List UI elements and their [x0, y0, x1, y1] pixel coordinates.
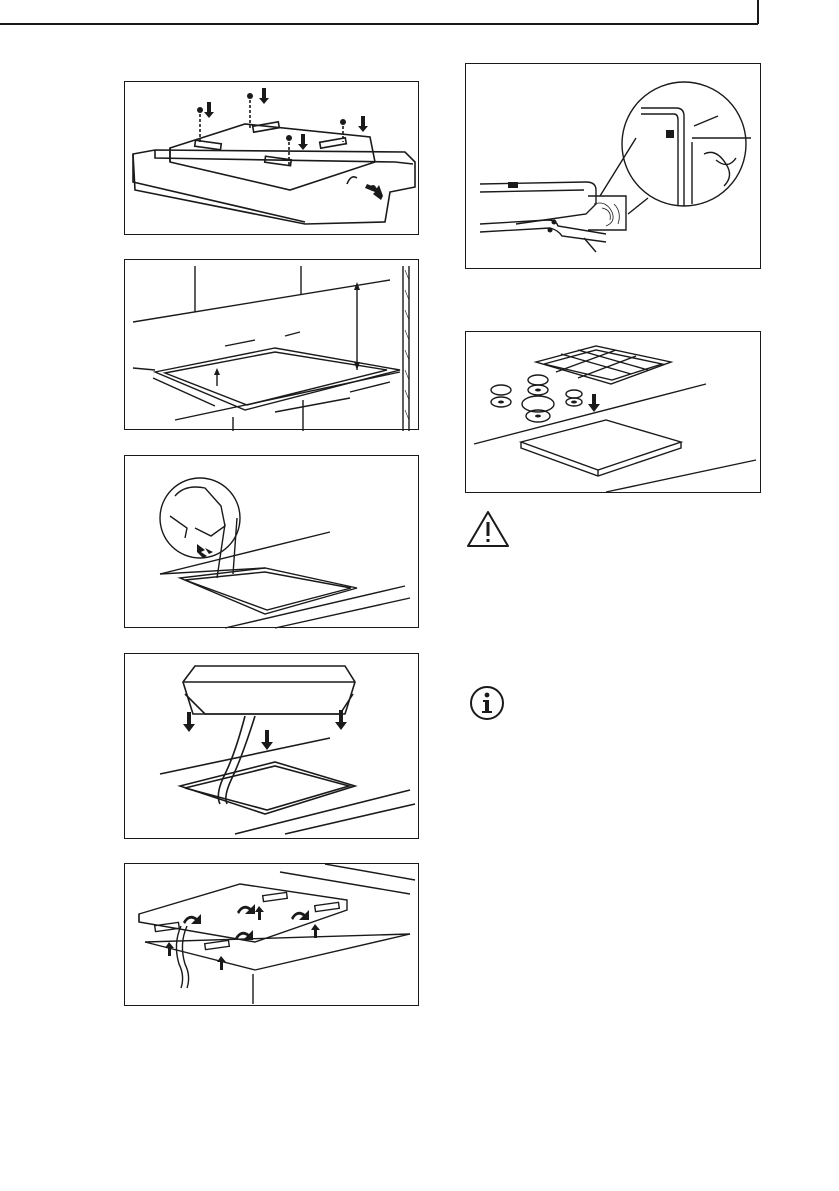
hob-brackets-illustration: [125, 82, 420, 236]
page-header-rule: [0, 0, 839, 60]
figure-screw-brackets: [124, 81, 419, 235]
cutout-dimensions-illustration: [125, 260, 420, 431]
seal-detail-illustration: [466, 64, 762, 270]
apply-seal-illustration: [125, 456, 420, 629]
figure-fasten-brackets: [124, 863, 419, 1006]
figure-insert-hob: [124, 653, 419, 839]
fasten-brackets-illustration: [125, 864, 420, 1007]
insert-hob-illustration: [125, 654, 420, 840]
info-circle-icon: [469, 685, 505, 721]
figure-cutout-dimensions: [124, 259, 419, 430]
figure-apply-seal: [124, 455, 419, 628]
warning-triangle-icon: [466, 510, 510, 548]
figure-hob-with-panel: [465, 331, 761, 493]
hob-with-panel-illustration: [466, 332, 762, 494]
figure-seal-detail: [465, 63, 761, 269]
